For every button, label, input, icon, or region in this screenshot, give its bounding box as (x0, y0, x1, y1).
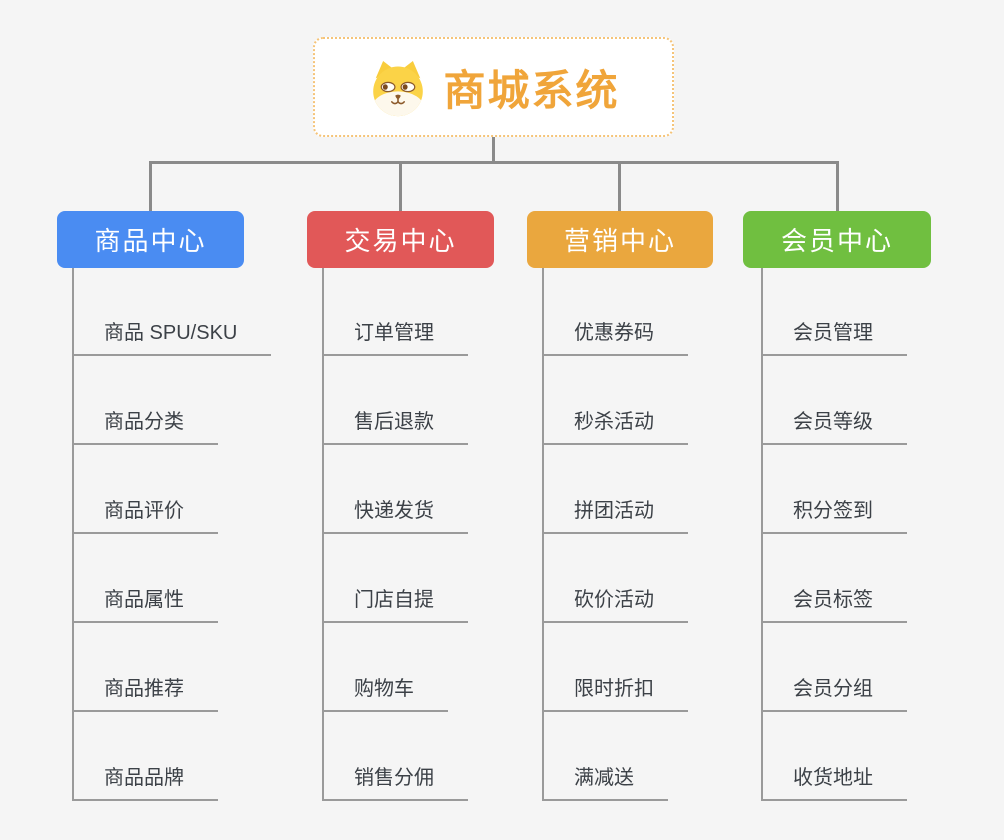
leaf-node[interactable]: 拼团活动 (542, 498, 688, 534)
leaf-node[interactable]: 商品评价 (72, 498, 218, 534)
leaf-node[interactable]: 商品品牌 (72, 765, 218, 801)
leaf-node[interactable]: 商品属性 (72, 587, 218, 623)
leaf-node[interactable]: 秒杀活动 (542, 409, 688, 445)
leaf-node[interactable]: 商品 SPU/SKU (72, 320, 272, 356)
leaf-node[interactable]: 会员标签 (761, 587, 907, 623)
connector-horizontal (149, 161, 839, 164)
connector-drop-2 (399, 161, 402, 211)
leaf-node[interactable]: 满减送 (542, 765, 668, 801)
leaf-node[interactable]: 限时折扣 (542, 676, 688, 712)
leaf-node[interactable]: 门店自提 (322, 587, 468, 623)
connector-drop-4 (836, 161, 839, 211)
root-node[interactable]: 商城系统 (313, 37, 674, 137)
leaf-node[interactable]: 商品分类 (72, 409, 218, 445)
leaf-node[interactable]: 积分签到 (761, 498, 907, 534)
spine-trade (322, 268, 324, 801)
leaf-node[interactable]: 销售分佣 (322, 765, 468, 801)
spine-goods (72, 268, 74, 801)
leaf-node[interactable]: 会员分组 (761, 676, 907, 712)
dog-icon (367, 56, 429, 118)
branch-node-member[interactable]: 会员中心 (743, 211, 931, 268)
branch-node-goods[interactable]: 商品中心 (57, 211, 244, 268)
leaf-node[interactable]: 会员管理 (761, 320, 907, 356)
leaf-node[interactable]: 购物车 (322, 676, 448, 712)
leaf-node[interactable]: 售后退款 (322, 409, 468, 445)
leaf-node[interactable]: 会员等级 (761, 409, 907, 445)
leaf-node[interactable]: 订单管理 (322, 320, 468, 356)
leaf-node[interactable]: 商品推荐 (72, 676, 218, 712)
leaf-node[interactable]: 砍价活动 (542, 587, 688, 623)
connector-drop-1 (149, 161, 152, 211)
leaf-node[interactable]: 优惠券码 (542, 320, 688, 356)
root-title: 商城系统 (443, 66, 620, 114)
connector-drop-3 (618, 161, 621, 211)
spine-marketing (542, 268, 544, 801)
spine-member (761, 268, 763, 801)
branch-node-trade[interactable]: 交易中心 (307, 211, 494, 268)
connector-root-stub (492, 137, 495, 163)
branch-node-marketing[interactable]: 营销中心 (527, 211, 713, 268)
leaf-node[interactable]: 快递发货 (322, 498, 468, 534)
leaf-node[interactable]: 收货地址 (761, 765, 907, 801)
